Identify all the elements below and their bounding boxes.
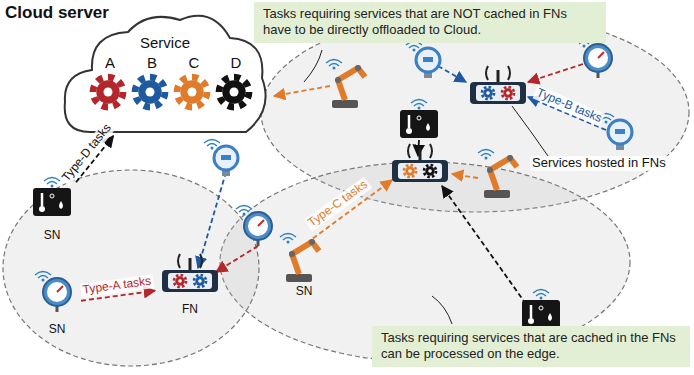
sensor-node: SN [33, 272, 81, 336]
fog-node: FN [155, 256, 225, 316]
cloud-heading: Cloud server [5, 3, 109, 23]
cloud-shape [60, 8, 270, 136]
service-letter: B [130, 54, 174, 72]
service-gear: A [88, 54, 132, 116]
sensor-node: SN [282, 232, 326, 298]
gear-icon [88, 72, 128, 112]
node-label: SN [282, 284, 326, 298]
service-letter: C [172, 54, 216, 72]
gear-icon [172, 72, 212, 112]
task-type-label: Type-B tasks [533, 85, 606, 126]
callout-text: Tasks requiring services that are cached… [381, 330, 681, 363]
cloud-server: Cloud serverServiceABCD [60, 8, 270, 136]
gear-icon [214, 72, 254, 112]
task-type-label: Type-C tasks [304, 177, 372, 232]
callout-text: Tasks requiring services that are NOT ca… [263, 6, 597, 39]
node-label: SN [28, 228, 76, 242]
note-callout: Tasks requiring services that are cached… [372, 326, 690, 367]
node-label: FN [155, 302, 225, 316]
annotation-label: Services hosted in FNs [530, 156, 668, 171]
service-letter: A [88, 54, 132, 72]
sensor-node: SN [28, 182, 76, 242]
service-gear: C [172, 54, 216, 116]
service-letter: D [214, 54, 258, 72]
node-label: SN [33, 322, 81, 336]
note-callout: Tasks requiring services that are NOT ca… [254, 2, 606, 43]
service-label: Service [60, 34, 270, 51]
service-gear: D [214, 54, 258, 116]
gear-icon [130, 72, 170, 112]
service-gear: B [130, 54, 174, 116]
edge-label: Type-A tasks [80, 274, 154, 297]
